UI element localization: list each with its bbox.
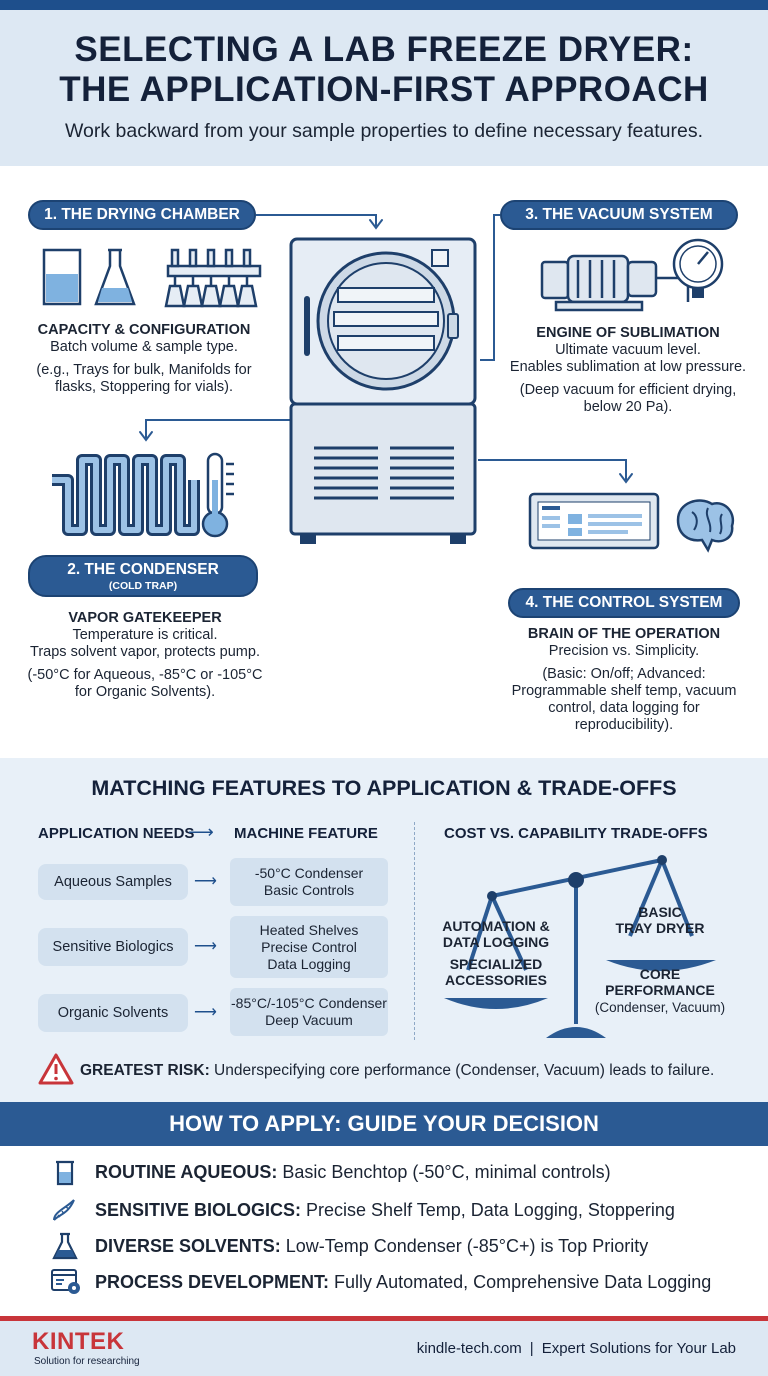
- risk-label: GREATEST RISK:: [80, 1062, 210, 1079]
- footer-site-link[interactable]: kindle-tech.com: [416, 1340, 522, 1357]
- glassware-icon: [42, 248, 262, 308]
- apply-title: HOW TO APPLY: GUIDE YOUR DECISION: [0, 1102, 768, 1146]
- left-pan-label2: SPECIALIZED ACCESSORIES: [445, 956, 547, 988]
- condenser-line2: Traps solvent vapor, protects pump.: [30, 644, 260, 660]
- vacuum-example: (Deep vacuum for efficient drying, below…: [519, 382, 737, 415]
- apply-item-text: Low-Temp Condenser (-85°C+) is Top Prior…: [280, 1236, 649, 1256]
- apply-item-text: Fully Automated, Comprehensive Data Logg…: [329, 1272, 712, 1292]
- vacuum-pump-icon: [540, 238, 724, 312]
- apply-item-label: ROUTINE AQUEOUS:: [95, 1162, 278, 1182]
- arrow-icon: ⟶: [194, 1004, 217, 1021]
- footer-band: [0, 1321, 768, 1376]
- footer-slogan: Expert Solutions for Your Lab: [541, 1340, 736, 1357]
- apply-section-bg: [0, 1146, 768, 1316]
- freeze-dryer-icon: [289, 237, 477, 544]
- warning-triangle-icon: [38, 1053, 74, 1085]
- arrow-icon: ⟶: [194, 938, 217, 955]
- chamber-pill: 1. THE DRYING CHAMBER: [28, 200, 256, 230]
- brand-tagline: Solution for researching: [34, 1356, 140, 1367]
- apply-item-biologics: SENSITIVE BIOLOGICS: Precise Shelf Temp,…: [95, 1200, 675, 1221]
- top-accent-bar: [0, 0, 768, 10]
- condenser-example: (-50°C for Aqueous, -85°C or -105°C for …: [27, 667, 263, 700]
- control-heading: BRAIN OF THE OPERATION: [527, 626, 721, 642]
- settings-window-icon: [51, 1269, 80, 1294]
- feature-box-biologics: Heated Shelves Precise Control Data Logg…: [230, 916, 388, 978]
- right-pan-label2: CORE PERFORMANCE: [605, 966, 715, 998]
- vacuum-pill: 3. THE VACUUM SYSTEM: [500, 200, 738, 230]
- right-pan-label: BASIC TRAY DRYER: [615, 904, 705, 936]
- apply-item-solvents: DIVERSE SOLVENTS: Low-Temp Condenser (-8…: [95, 1236, 648, 1257]
- chamber-heading: CAPACITY & CONFIGURATION: [37, 322, 251, 338]
- chamber-line: Batch volume & sample type.: [50, 339, 238, 355]
- vacuum-text: ENGINE OF SUBLIMATION Ultimate vacuum le…: [508, 325, 748, 416]
- control-line: Precision vs. Simplicity.: [548, 643, 700, 659]
- condenser-coil-icon: [52, 452, 234, 538]
- apply-item-label: SENSITIVE BIOLOGICS:: [95, 1200, 302, 1220]
- need-box-biologics: Sensitive Biologics: [38, 928, 188, 966]
- col-arrow-icon: ⟶: [188, 822, 214, 842]
- control-screen-icon: [528, 492, 735, 553]
- chamber-text: CAPACITY & CONFIGURATION Batch volume & …: [24, 322, 264, 396]
- need-box-aqueous: Aqueous Samples: [38, 864, 188, 900]
- arrow-icon: ⟶: [194, 873, 217, 890]
- left-pan-label: AUTOMATION & DATA LOGGING: [442, 918, 550, 950]
- apply-item-process: PROCESS DEVELOPMENT: Fully Automated, Co…: [95, 1272, 711, 1293]
- risk-text: Underspecifying core performance (Conden…: [209, 1062, 715, 1079]
- feature-box-organic: -85°C/-105°C Condenser Deep Vacuum: [230, 988, 388, 1036]
- risk-statement: GREATEST RISK: Underspecifying core perf…: [80, 1062, 714, 1080]
- page-subtitle: Work backward from your sample propertie…: [64, 120, 703, 142]
- dna-icon: [53, 1199, 75, 1221]
- apply-item-label: PROCESS DEVELOPMENT:: [95, 1272, 330, 1292]
- need-box-organic: Organic Solvents: [38, 994, 188, 1032]
- flask-icon: [52, 1232, 78, 1260]
- vacuum-heading: ENGINE OF SUBLIMATION: [536, 325, 720, 341]
- beaker-icon: [56, 1160, 74, 1186]
- control-pill: 4. THE CONTROL SYSTEM: [508, 588, 740, 618]
- footer-separator: |: [529, 1340, 534, 1357]
- vacuum-line2: Enables sublimation at low pressure.: [509, 359, 747, 375]
- condenser-heading: VAPOR GATEKEEPER: [68, 610, 222, 626]
- feature-box-aqueous: -50°C Condenser Basic Controls: [230, 858, 388, 906]
- page-title: SELECTING A LAB FREEZE DRYER: THE APPLIC…: [59, 30, 709, 109]
- brand-logo: KINTEK: [32, 1328, 125, 1355]
- condenser-line: Temperature is critical.: [72, 627, 218, 643]
- condenser-pill-sublabel: (COLD TRAP): [108, 580, 178, 592]
- tradeoff-header: COST VS. CAPABILITY TRADE-OFFS: [444, 825, 708, 842]
- vacuum-line: Ultimate vacuum level.: [555, 342, 701, 358]
- control-example: (Basic: On/off; Advanced: Programmable s…: [511, 666, 737, 733]
- footer-right: kindle-tech.com | Expert Solutions for You…: [417, 1340, 736, 1357]
- right-pan-sublabel: (Condenser, Vacuum): [594, 1000, 726, 1015]
- header-band: [0, 10, 768, 166]
- footer-accent-line: [0, 1316, 768, 1321]
- section-divider: [414, 822, 415, 1040]
- condenser-text: VAPOR GATEKEEPER Temperature is critical…: [20, 610, 270, 701]
- chamber-example: (e.g., Trays for bulk, Manifolds for fla…: [36, 362, 252, 395]
- condenser-pill: 2. THE CONDENSER (COLD TRAP): [28, 555, 258, 597]
- col-feature-header: MACHINE FEATURE: [234, 825, 378, 842]
- connector-arrows: [139, 214, 633, 484]
- col-needs-header: APPLICATION NEEDS: [38, 825, 195, 842]
- apply-item-text: Precise Shelf Temp, Data Logging, Stoppe…: [301, 1200, 675, 1220]
- matching-title: MATCHING FEATURES TO APPLICATION & TRADE…: [91, 776, 677, 800]
- balance-scale-icon: [444, 855, 716, 1038]
- control-text: BRAIN OF THE OPERATION Precision vs. Sim…: [500, 626, 748, 734]
- apply-item-text: Basic Benchtop (-50°C, minimal controls): [277, 1162, 611, 1182]
- apply-item-routine: ROUTINE AQUEOUS: Basic Benchtop (-50°C, …: [95, 1162, 611, 1183]
- condenser-pill-label: 2. THE CONDENSER: [67, 561, 219, 578]
- apply-item-label: DIVERSE SOLVENTS:: [95, 1236, 281, 1256]
